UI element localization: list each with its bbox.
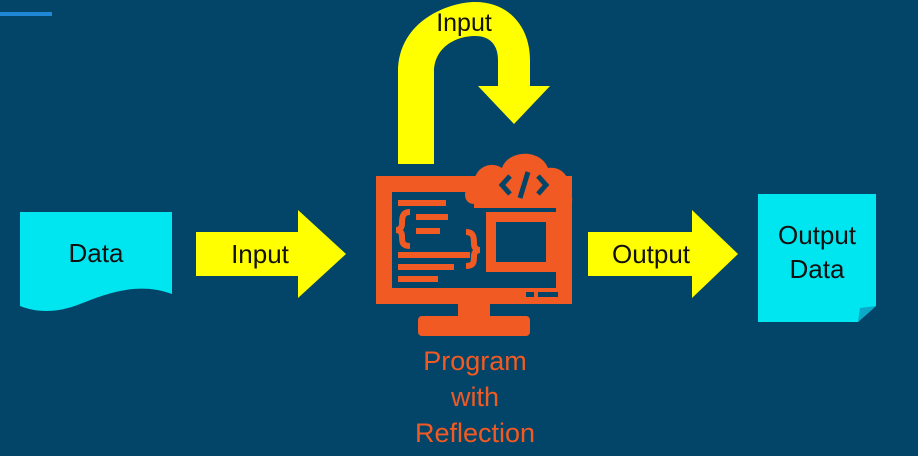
input-loop-arrow-shape <box>398 2 550 164</box>
program-label-line: with <box>450 382 499 412</box>
output-data-fold-shape <box>858 306 876 322</box>
output-data-label-line: Output <box>777 220 857 250</box>
output-data-document-shape <box>758 194 876 322</box>
output-arrow-label: Output <box>611 238 691 269</box>
input-arrow-shape <box>196 210 346 298</box>
output-arrow-shape <box>588 210 738 298</box>
computer-code-cloud-icon <box>376 153 573 336</box>
program-label-line: Program <box>423 346 527 376</box>
input-arrow-label: Input <box>231 238 289 269</box>
program-node-label: Program with Reflection <box>380 342 570 452</box>
program-label-line: Reflection <box>414 418 536 448</box>
input-loop-arrow-label: Input <box>436 8 492 37</box>
output-data-node-label: Output Data <box>758 210 876 294</box>
data-document-shape <box>20 212 172 311</box>
output-data-label-line: Data <box>789 254 845 284</box>
data-node-label: Data <box>68 237 124 268</box>
title-accent-line <box>0 12 52 16</box>
